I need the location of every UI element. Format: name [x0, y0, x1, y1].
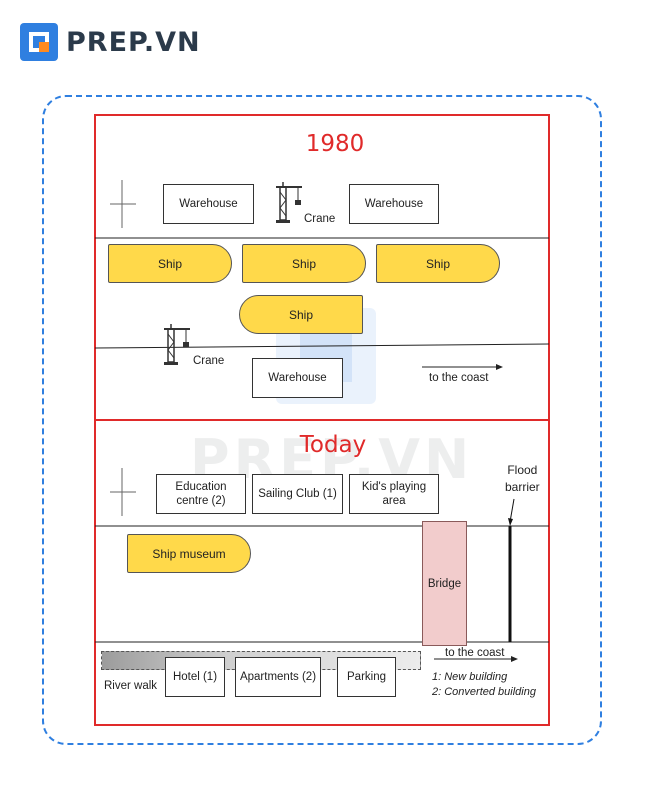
brand-name: PREP.VN: [66, 26, 201, 58]
ship-museum: Ship museum: [127, 534, 251, 573]
flood-barrier-line-2: barrier: [505, 480, 540, 494]
crane-label-bottom: Crane: [193, 355, 225, 367]
brand-header: PREP.VN: [20, 22, 201, 62]
flood-barrier-line-1: Flood: [507, 463, 538, 477]
prep-logo-icon: [20, 23, 58, 61]
ship-2: Ship: [242, 244, 366, 283]
coast-label-today: to the coast: [445, 647, 505, 659]
legend-new-building: 1: New building: [432, 671, 508, 683]
warehouse-left-1980: Warehouse: [163, 184, 254, 224]
warehouse-bottom-1980: Warehouse: [252, 358, 343, 398]
hotel-box: Hotel (1): [165, 657, 225, 697]
coast-label-1980: to the coast: [429, 372, 489, 384]
ship-4: Ship: [239, 295, 363, 334]
sailing-club-box: Sailing Club (1): [252, 474, 343, 514]
kids-area-line-2: area: [382, 495, 406, 507]
year-title-1980: 1980: [305, 131, 365, 157]
kids-area-line-1: Kid's playing: [361, 481, 427, 493]
flood-barrier-label: Flood barrier: [505, 462, 540, 496]
apartments-box: Apartments (2): [235, 657, 321, 697]
legend-converted-building: 2: Converted building: [432, 686, 536, 698]
ship-3: Ship: [376, 244, 500, 283]
crane-icon: [164, 324, 190, 365]
bridge-box: Bridge: [422, 521, 467, 646]
crane-icon: [276, 182, 302, 223]
education-centre-box: Education centre (2): [156, 474, 246, 514]
river-walk-label: River walk: [104, 680, 158, 692]
ship-1: Ship: [108, 244, 232, 283]
dashed-card: [42, 95, 602, 745]
education-line-2: centre (2): [176, 495, 226, 507]
warehouse-right-1980: Warehouse: [349, 184, 439, 224]
year-title-today: Today: [299, 432, 367, 458]
parking-box: Parking: [337, 657, 396, 697]
kids-area-box: Kid's playing area: [349, 474, 439, 514]
crane-label-top: Crane: [304, 213, 336, 225]
education-line-1: Education: [175, 481, 227, 493]
